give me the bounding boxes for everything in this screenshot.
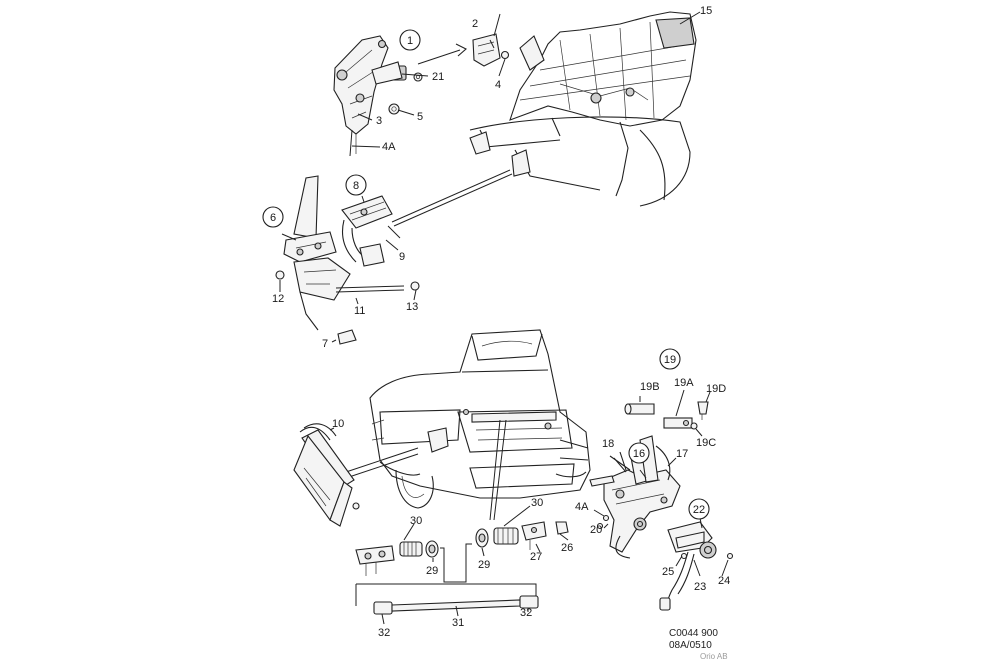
label-4a: 4A (382, 141, 396, 153)
drawing-revision: 08A/0510 (669, 640, 712, 651)
label-24: 24 (718, 575, 730, 587)
label-13: 13 (406, 301, 418, 313)
label-9: 9 (399, 251, 405, 263)
label-25: 25 (662, 566, 674, 578)
soft-top-frame (469, 11, 697, 207)
label-26: 26 (561, 542, 573, 554)
label-3: 3 (376, 115, 382, 127)
label-17: 17 (676, 448, 688, 460)
label-18: 18 (602, 438, 614, 450)
drawing-credit: Orio AB (700, 652, 728, 661)
label-4a-lower: 4A (575, 501, 589, 513)
label-32-right: 32 (520, 607, 532, 619)
bar-31 (373, 595, 539, 615)
drawing-code: C0044 900 (669, 628, 718, 639)
label-21: 21 (432, 71, 444, 83)
callout-1: 1 (399, 29, 421, 51)
svg-text:22: 22 (693, 504, 705, 516)
svg-text:19: 19 (664, 354, 676, 366)
label-19a: 19A (674, 377, 694, 389)
label-29-left: 29 (426, 565, 438, 577)
label-27: 27 (530, 551, 542, 563)
callout-22: 22 (688, 498, 710, 520)
label-15: 15 (700, 5, 712, 17)
label-23: 23 (694, 581, 706, 593)
svg-text:6: 6 (270, 212, 276, 224)
car-illustration (369, 329, 591, 509)
control-unit-10 (293, 423, 360, 527)
label-12: 12 (272, 293, 284, 305)
label-5: 5 (417, 111, 423, 123)
label-2: 2 (472, 18, 478, 30)
callout-6: 6 (262, 206, 284, 228)
label-30-left: 30 (410, 515, 422, 527)
label-32-left: 32 (378, 627, 390, 639)
label-30-right: 30 (531, 497, 543, 509)
callout-16: 16 (628, 442, 650, 464)
svg-text:8: 8 (353, 180, 359, 192)
pump-assembly-22 (659, 517, 734, 611)
callout-8: 8 (345, 174, 367, 196)
label-19d: 19D (706, 383, 726, 395)
right-spring-set (475, 521, 569, 550)
label-11: 11 (354, 305, 365, 317)
callout-19: 19 (659, 348, 681, 370)
callout-circles: 1 6 8 16 19 22 (262, 29, 710, 520)
label-7: 7 (322, 338, 328, 350)
part-labels: 2 4 21 5 3 4A 15 9 12 11 13 7 10 30 29 3… (272, 5, 730, 639)
motor-assembly-8 (341, 195, 401, 267)
lever-assembly (275, 175, 420, 345)
hinge-assembly (333, 35, 407, 157)
label-20: 20 (590, 524, 602, 536)
label-19c: 19C (696, 437, 716, 449)
left-spring-set (355, 540, 439, 576)
label-19b: 19B (640, 381, 660, 393)
label-29-right: 29 (478, 559, 490, 571)
hinge-assembly-16-17 (589, 435, 681, 559)
svg-text:16: 16 (633, 448, 645, 460)
label-4: 4 (495, 79, 501, 91)
part-19-set (624, 389, 711, 437)
svg-text:1: 1 (407, 35, 413, 47)
label-31: 31 (452, 617, 464, 629)
label-10: 10 (332, 418, 344, 430)
